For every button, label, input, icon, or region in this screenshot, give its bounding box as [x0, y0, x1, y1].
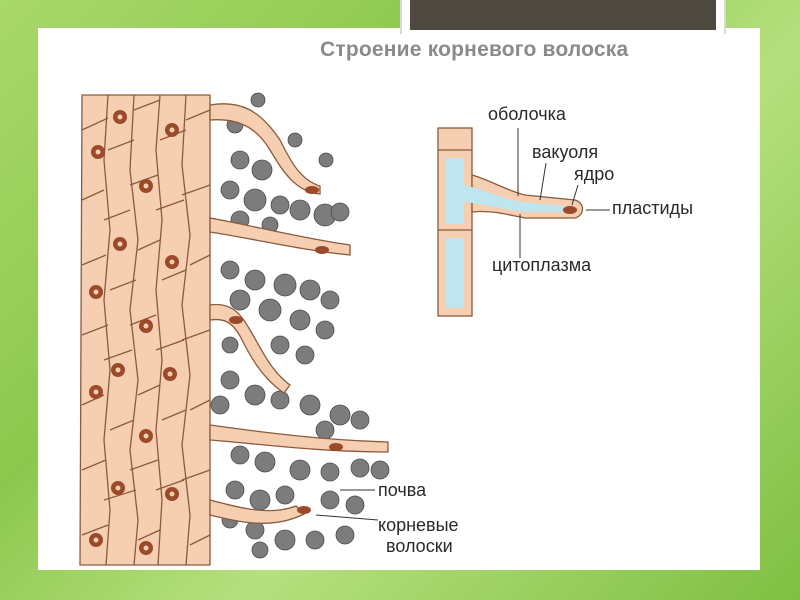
label-cytoplasm: цитоплазма	[492, 255, 592, 275]
label-leader-lines	[315, 128, 610, 521]
label-root-hairs-line2: волоски	[386, 536, 453, 556]
label-plastids: пластиды	[612, 198, 693, 218]
root-hair-nuclei	[229, 186, 343, 514]
diagram-title: Строение корневого волоска	[320, 38, 629, 61]
label-soil: почва	[378, 480, 427, 500]
tissue-nuclei-cores	[93, 114, 175, 551]
slide-header-bar	[400, 0, 726, 34]
label-membrane: оболочка	[488, 104, 566, 124]
root-hair-cell-detail	[437, 127, 584, 317]
label-nucleus: ядро	[574, 164, 615, 184]
root-hairs	[209, 103, 389, 524]
label-vacuole: вакуоля	[532, 142, 599, 162]
label-root-hairs-line1: корневые	[378, 515, 459, 535]
header-dark-strip	[410, 0, 716, 30]
